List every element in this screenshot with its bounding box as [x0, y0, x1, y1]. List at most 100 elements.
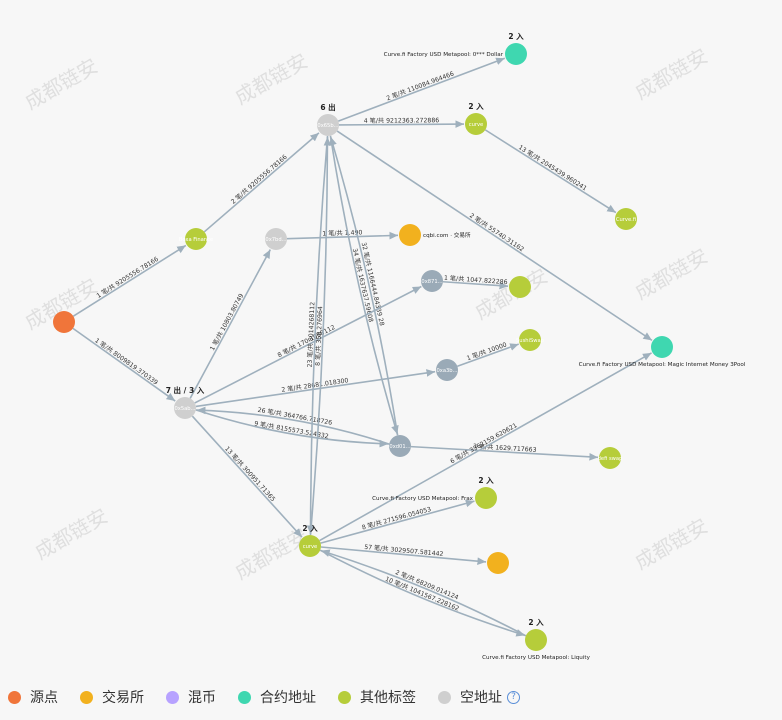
edge-boxa-hub6[interactable] [203, 132, 320, 233]
edge-src-hub7[interactable] [72, 327, 176, 402]
node-circle[interactable] [317, 114, 339, 136]
edge-o6d0-defi[interactable] [410, 445, 599, 461]
legend-item[interactable]: 其他标签 [338, 687, 416, 707]
node-circle[interactable] [505, 43, 527, 65]
graph-node-g1[interactable] [509, 276, 531, 298]
edge-curve2-liq[interactable] [319, 549, 526, 637]
node-layer: Boxa Finance 0x65b...6 出 Curve.fi Factory … [53, 32, 746, 661]
edge-hub7-o3a[interactable] [195, 369, 436, 408]
node-label: 0x871... [421, 279, 443, 285]
node-circle[interactable] [475, 487, 497, 509]
node-circle[interactable] [421, 270, 443, 292]
edge-label: 13 笔/共 2045439.960241 [517, 143, 588, 192]
node-label: 0x7bd... [265, 237, 287, 243]
node-circle[interactable] [519, 329, 541, 351]
node-circle[interactable] [615, 208, 637, 230]
edge-label: 57 笔/共 3029507.581442 [364, 543, 444, 558]
legend-label: 源点 [30, 690, 58, 706]
node-circle[interactable] [651, 336, 673, 358]
legend-label: 其他标签 [360, 690, 416, 706]
node-circle[interactable] [53, 311, 75, 333]
node-label: 0xd01... [389, 444, 411, 450]
watermark-text: 成都链安 [31, 504, 112, 565]
legend-label: 空地址 [460, 690, 502, 706]
edge-label: 6 笔/共 3362159.620621 [449, 421, 519, 465]
edge-hub6-magic[interactable] [336, 130, 653, 342]
legend-dot [238, 690, 251, 704]
node-label: curve [303, 544, 318, 550]
node-circle[interactable] [299, 535, 321, 557]
graph-node-src[interactable] [53, 311, 75, 333]
edge-hub7-ox7b[interactable] [189, 249, 272, 399]
graph-node-hub6[interactable]: 0x65b...6 出 [317, 102, 339, 136]
node-circle[interactable] [389, 435, 411, 457]
edge-hub6-o6d0[interactable] [329, 135, 399, 435]
legend-item[interactable]: 混币 [166, 687, 216, 707]
graph-node-ex2[interactable] [487, 552, 509, 574]
graph-node-sushi[interactable]: SushiSwap [516, 329, 545, 351]
graph-node-magic[interactable]: Curve.fi Factory USD Metapool: Magic Int… [579, 336, 746, 368]
edge-hub7-curve2[interactable] [191, 415, 303, 538]
edge-o6d0-hub7[interactable] [196, 406, 390, 445]
graph-node-o871[interactable]: 0x871... [421, 270, 443, 292]
edge-hub7-o871[interactable] [194, 285, 422, 404]
node-label: defi swap [598, 456, 624, 462]
node-circle[interactable] [525, 629, 547, 651]
graph-node-curvefi[interactable]: Curve.fi [615, 208, 637, 230]
edge-hub6-c1[interactable] [338, 57, 506, 122]
graph-node-ox7b[interactable]: 0x7bd... [265, 228, 287, 250]
node-badge: 2 入 [478, 476, 494, 485]
edge-label: 13 笔/共 300951.71365 [223, 445, 277, 503]
edge-label: 1 笔/共 1.490 [322, 228, 362, 237]
node-circle[interactable] [174, 397, 196, 419]
edge-label: 1 笔/共 8009819.370339 [93, 336, 159, 386]
help-icon[interactable]: ? [507, 690, 520, 704]
edge-curve2-ex2[interactable] [320, 546, 487, 565]
edge-ox7b-exch[interactable] [286, 231, 399, 240]
node-label: 0x65b... [317, 123, 339, 129]
graph-node-liq[interactable]: Curve.fi Factory USD Metapool: Liquity2 … [482, 618, 591, 661]
graph-node-boxa[interactable]: Boxa Finance [179, 228, 213, 250]
edge-o871-g1[interactable] [442, 280, 509, 290]
edge-hub7-o6d0[interactable] [195, 409, 389, 448]
node-circle[interactable] [509, 276, 531, 298]
transaction-graph[interactable]: 成都链安成都链安成都链安成都链安成都链安成都链安成都链安成都链安成都链安 1 笔… [0, 0, 782, 680]
edge-liq-curve2[interactable] [320, 549, 527, 637]
legend-item[interactable]: 合约地址 [238, 687, 316, 707]
node-label: curve [469, 122, 484, 128]
edge-label: 8 笔/共 271596.054053 [361, 505, 432, 532]
node-circle[interactable] [487, 552, 509, 574]
edge-hub6-curve2[interactable] [306, 135, 329, 535]
edge-curve2-magic[interactable] [319, 352, 652, 542]
node-circle[interactable] [465, 113, 487, 135]
node-circle[interactable] [399, 224, 421, 246]
edge-src-boxa[interactable] [72, 244, 187, 317]
node-circle[interactable] [436, 359, 458, 381]
node-circle[interactable] [599, 447, 621, 469]
graph-node-exch[interactable]: cqbi.com · 交易所 [399, 224, 471, 246]
edge-curve2-frax[interactable] [320, 499, 475, 544]
watermark-text: 成都链安 [231, 524, 312, 585]
edge-o6d0-hub6[interactable] [329, 136, 399, 436]
graph-node-o3a[interactable]: 0xa3b... [436, 359, 458, 381]
edge-o3a-sushi[interactable] [457, 343, 519, 368]
node-label: cqbi.com · 交易所 [423, 231, 471, 239]
watermark-text: 成都链安 [231, 49, 312, 110]
graph-node-c1[interactable]: Curve.fi Factory USD Metapool: 0*** Doll… [384, 32, 527, 65]
graph-node-hub7[interactable]: 0x5ab...7 出 / 3 入 [166, 385, 205, 419]
edge-hub6-curve1[interactable] [338, 120, 465, 128]
node-circle[interactable] [185, 228, 207, 250]
graph-node-defi[interactable]: defi swap [598, 447, 624, 469]
legend-item[interactable]: 源点 [8, 687, 58, 707]
edge-curve1-curvefi[interactable] [484, 129, 617, 214]
edge-curve2-hub6[interactable] [309, 136, 332, 536]
legend-item[interactable]: 空地址? [438, 687, 520, 707]
watermark-text: 成都链安 [631, 244, 712, 305]
node-circle[interactable] [265, 228, 287, 250]
graph-node-o6d0[interactable]: 0xd01... [389, 435, 411, 457]
legend-item[interactable]: 交易所 [80, 687, 144, 707]
